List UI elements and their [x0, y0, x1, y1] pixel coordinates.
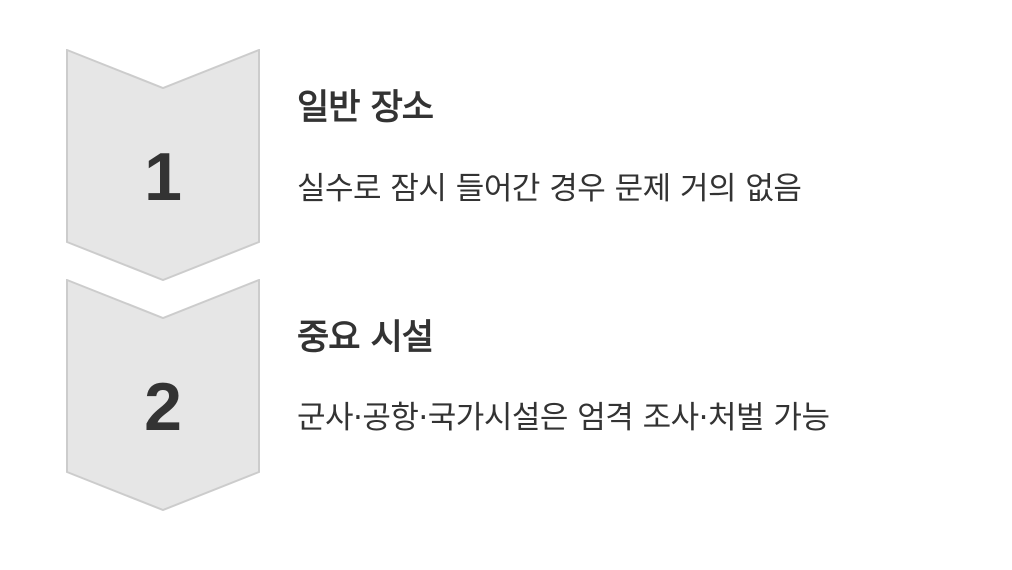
- chevron-down-shape: 2: [66, 279, 260, 511]
- step-title: 일반 장소: [297, 88, 434, 128]
- step-number: 2: [144, 369, 182, 445]
- step-description: 실수로 잠시 들어간 경우 문제 거의 없음: [297, 171, 802, 207]
- chevron-arrow-icon: [66, 279, 260, 511]
- step-number: 1: [144, 139, 182, 215]
- chevron-down-shape: 1: [66, 49, 260, 281]
- chevron-arrow-icon: [66, 49, 260, 281]
- step-description: 군사·공항·국가시설은 엄격 조사·처벌 가능: [297, 400, 830, 436]
- step-title: 중요 시설: [297, 318, 434, 358]
